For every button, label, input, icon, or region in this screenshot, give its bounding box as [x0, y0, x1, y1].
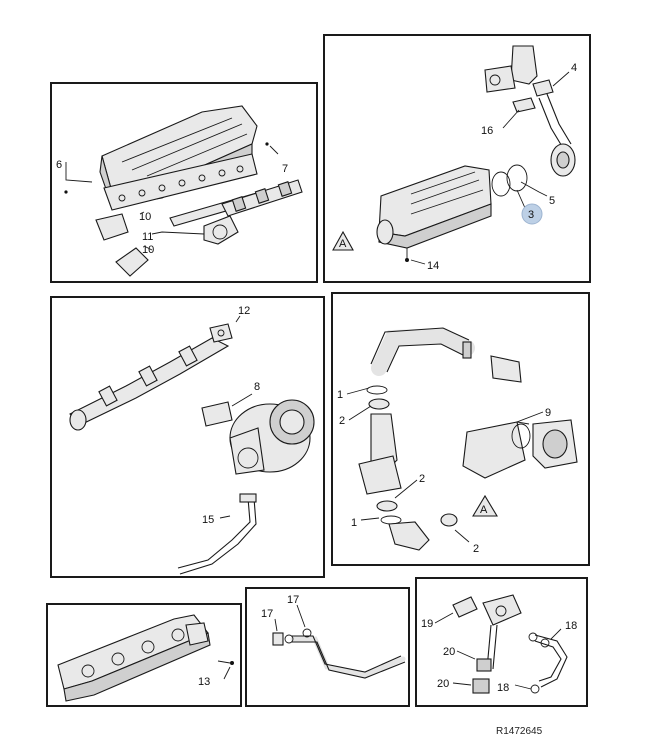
cylinder-head-illustration: 6 7 10 11 10: [56, 105, 303, 277]
callout-16: 16: [481, 125, 493, 137]
callout-2-top: 2: [339, 415, 345, 427]
callout-17-right: 17: [287, 594, 299, 606]
callout-7: 7: [282, 163, 288, 175]
marker-a-egr: A: [339, 238, 347, 250]
callout-8: 8: [254, 381, 260, 393]
breather-pipe-illustration: 17 17: [261, 594, 406, 679]
callout-10-bottom: 10: [142, 244, 154, 256]
intake-manifold-illustration: 13: [57, 614, 234, 702]
panel-egr-cooler: A 3 4 16 5 14: [323, 34, 591, 283]
panel-egr-valve-lines: 19 18 20 20 18: [415, 577, 588, 707]
callout-13: 13: [198, 676, 210, 688]
callout-4: 4: [571, 62, 577, 74]
callout-19: 19: [421, 618, 433, 630]
egr-cooler-illustration: A 3 4 16 5 14: [332, 45, 577, 272]
callout-18-bottom: 18: [497, 682, 509, 694]
panel-breather-pipe: 17 17: [245, 587, 410, 707]
callout-18-top: 18: [565, 620, 577, 632]
callout-5: 5: [549, 195, 555, 207]
callout-20-bottom: 20: [437, 678, 449, 690]
callout-9: 9: [545, 407, 551, 419]
callout-2-mid: 2: [419, 473, 425, 485]
callout-12: 12: [238, 305, 250, 317]
panel-turbo-manifold: 12 8 15: [50, 296, 325, 578]
callout-11: 11: [142, 231, 153, 243]
panel-intake-manifold: 13: [46, 603, 242, 707]
callout-17-left: 17: [261, 608, 273, 620]
panel-air-intake: A 1 2 9 2 1 2: [331, 292, 590, 566]
callout-3: 3: [528, 209, 534, 221]
callout-14: 14: [427, 260, 439, 272]
callout-15: 15: [202, 514, 214, 526]
highlight-callout-3: [521, 203, 543, 225]
callout-2-bottom: 2: [473, 543, 479, 555]
panel-cylinder-head: 6 7 10 11 10: [50, 82, 318, 283]
turbo-manifold-illustration: 12 8 15: [69, 305, 315, 575]
callout-10-top: 10: [139, 211, 151, 223]
egr-valve-lines-illustration: 19 18 20 20 18: [421, 594, 577, 694]
diagram-reference-number: R1472645: [496, 726, 543, 737]
air-intake-illustration: A 1 2 9 2 1 2: [337, 327, 578, 555]
callout-6: 6: [56, 159, 62, 171]
marker-a-intake: A: [480, 504, 488, 516]
callout-1-bottom: 1: [351, 517, 357, 529]
callout-20-top: 20: [443, 646, 455, 658]
callout-1-top: 1: [337, 389, 343, 401]
